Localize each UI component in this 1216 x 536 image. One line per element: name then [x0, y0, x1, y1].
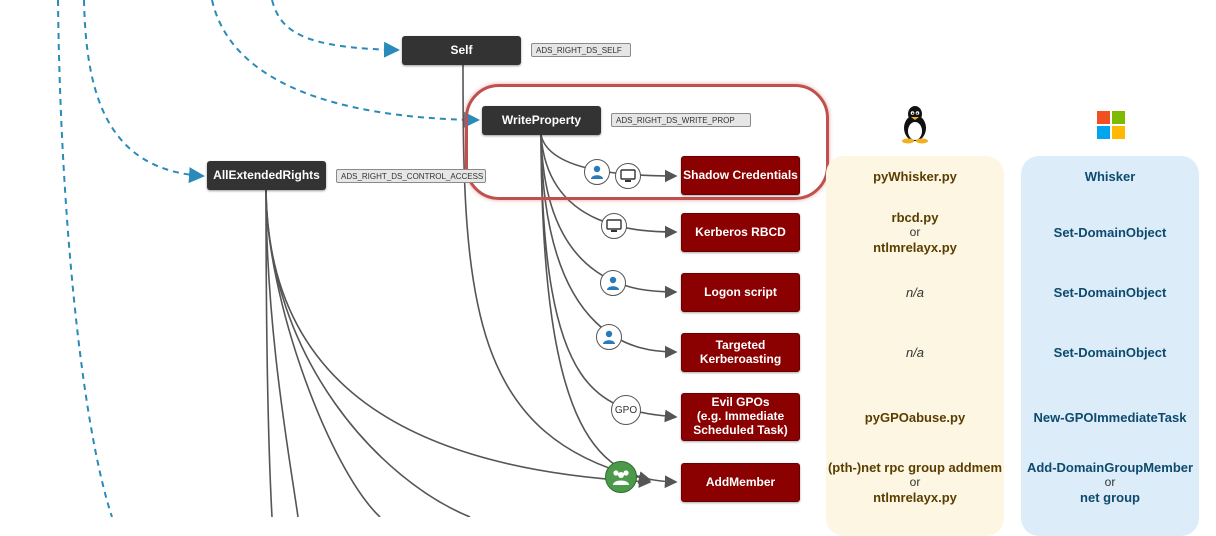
attack-label: AddMember [705, 474, 776, 489]
attack-addmember[interactable]: AddMember [681, 463, 800, 502]
edge-gray [540, 134, 678, 239]
attack-label: Logon script [704, 284, 777, 299]
linux-tool-shadow-credentials: pyWhisker.py [826, 169, 1004, 184]
tool-name: (pth-)net rpc group addmem [827, 460, 1003, 475]
node-self[interactable]: Self [402, 36, 521, 65]
gpo-label: GPO [614, 404, 638, 416]
edge-gray [540, 134, 678, 299]
edge-gray [265, 189, 273, 517]
linux-tool-logon-script: n/a [826, 285, 1004, 300]
linux-column [826, 156, 1004, 536]
computer-icon [615, 163, 641, 189]
edge-gray [540, 134, 678, 423]
tag-allextendedrights: ADS_RIGHT_DS_CONTROL_ACCESS [336, 169, 486, 183]
tool-or: or [1104, 475, 1116, 489]
tool-na: n/a [905, 285, 925, 300]
edge-dashed [211, 0, 480, 128]
edge-dashed [83, 0, 205, 184]
linux-tux-icon [902, 106, 928, 144]
attack-evil-gpos[interactable]: Evil GPOs (e.g. Immediate Scheduled Task… [681, 393, 800, 441]
tool-na: n/a [905, 345, 925, 360]
tool-or: or [909, 225, 921, 239]
windows-logo-icon [1097, 111, 1125, 139]
tool-name: pyGPOabuse.py [864, 410, 966, 425]
attack-label: Shadow Credentials [683, 167, 798, 182]
tag-writeproperty: ADS_RIGHT_DS_WRITE_PROP [611, 113, 751, 127]
tool-name: Set-DomainObject [1053, 285, 1167, 300]
node-allextendedrights[interactable]: AllExtendedRights [207, 161, 326, 190]
attack-label: Targeted Kerberoasting [699, 337, 782, 366]
attack-kerberos-rbcd[interactable]: Kerberos RBCD [681, 213, 800, 252]
tool-name: Whisker [1084, 169, 1136, 184]
windows-tool-targeted-kerberoasting: Set-DomainObject [1021, 345, 1199, 360]
tool-or: or [909, 475, 921, 489]
edge-dashed [271, 0, 400, 58]
user-icon [596, 324, 622, 350]
windows-tool-shadow-credentials: Whisker [1021, 169, 1199, 184]
edge-dashed [57, 0, 113, 517]
highlight-outline [465, 84, 829, 200]
attack-shadow-credentials[interactable]: Shadow Credentials [681, 156, 800, 195]
windows-column [1021, 156, 1199, 536]
tool-name: ntlmrelayx.py [873, 240, 957, 255]
tool-name: New-GPOImmediateTask [1033, 410, 1187, 425]
attack-targeted-kerberoasting[interactable]: Targeted Kerberoasting [681, 333, 800, 372]
tool-name: net group [1080, 490, 1140, 505]
group-icon [605, 461, 637, 493]
edge-gray [265, 189, 471, 517]
windows-tool-logon-script: Set-DomainObject [1021, 285, 1199, 300]
edge-layer [57, 0, 678, 517]
tag-self: ADS_RIGHT_DS_SELF [531, 43, 631, 57]
edge-gray [265, 189, 299, 517]
tool-name: Add-DomainGroupMember [1026, 460, 1194, 475]
attack-label: Evil GPOs (e.g. Immediate Scheduled Task… [693, 395, 788, 437]
tool-name: ntlmrelayx.py [873, 490, 957, 505]
windows-tool-kerberos-rbcd: Set-DomainObject [1021, 225, 1199, 240]
tool-name: rbcd.py [891, 210, 939, 225]
computer-icon [601, 213, 627, 239]
edge-gray [265, 189, 652, 488]
user-icon [600, 270, 626, 296]
tool-name: Set-DomainObject [1053, 225, 1167, 240]
gpo-icon: GPO [611, 395, 641, 425]
edge-gray [462, 64, 652, 484]
tool-name: pyWhisker.py [873, 169, 957, 184]
edge-gray [540, 134, 678, 359]
user-icon [584, 159, 610, 185]
attack-logon-script[interactable]: Logon script [681, 273, 800, 312]
tool-name: Set-DomainObject [1053, 345, 1167, 360]
node-writeproperty[interactable]: WriteProperty [482, 106, 601, 135]
linux-tool-targeted-kerberoasting: n/a [826, 345, 1004, 360]
linux-tool-evil-gpos: pyGPOabuse.py [826, 410, 1004, 425]
attack-label: Kerberos RBCD [695, 224, 786, 239]
edge-gray [265, 189, 381, 517]
windows-tool-evil-gpos: New-GPOImmediateTask [1021, 410, 1199, 425]
